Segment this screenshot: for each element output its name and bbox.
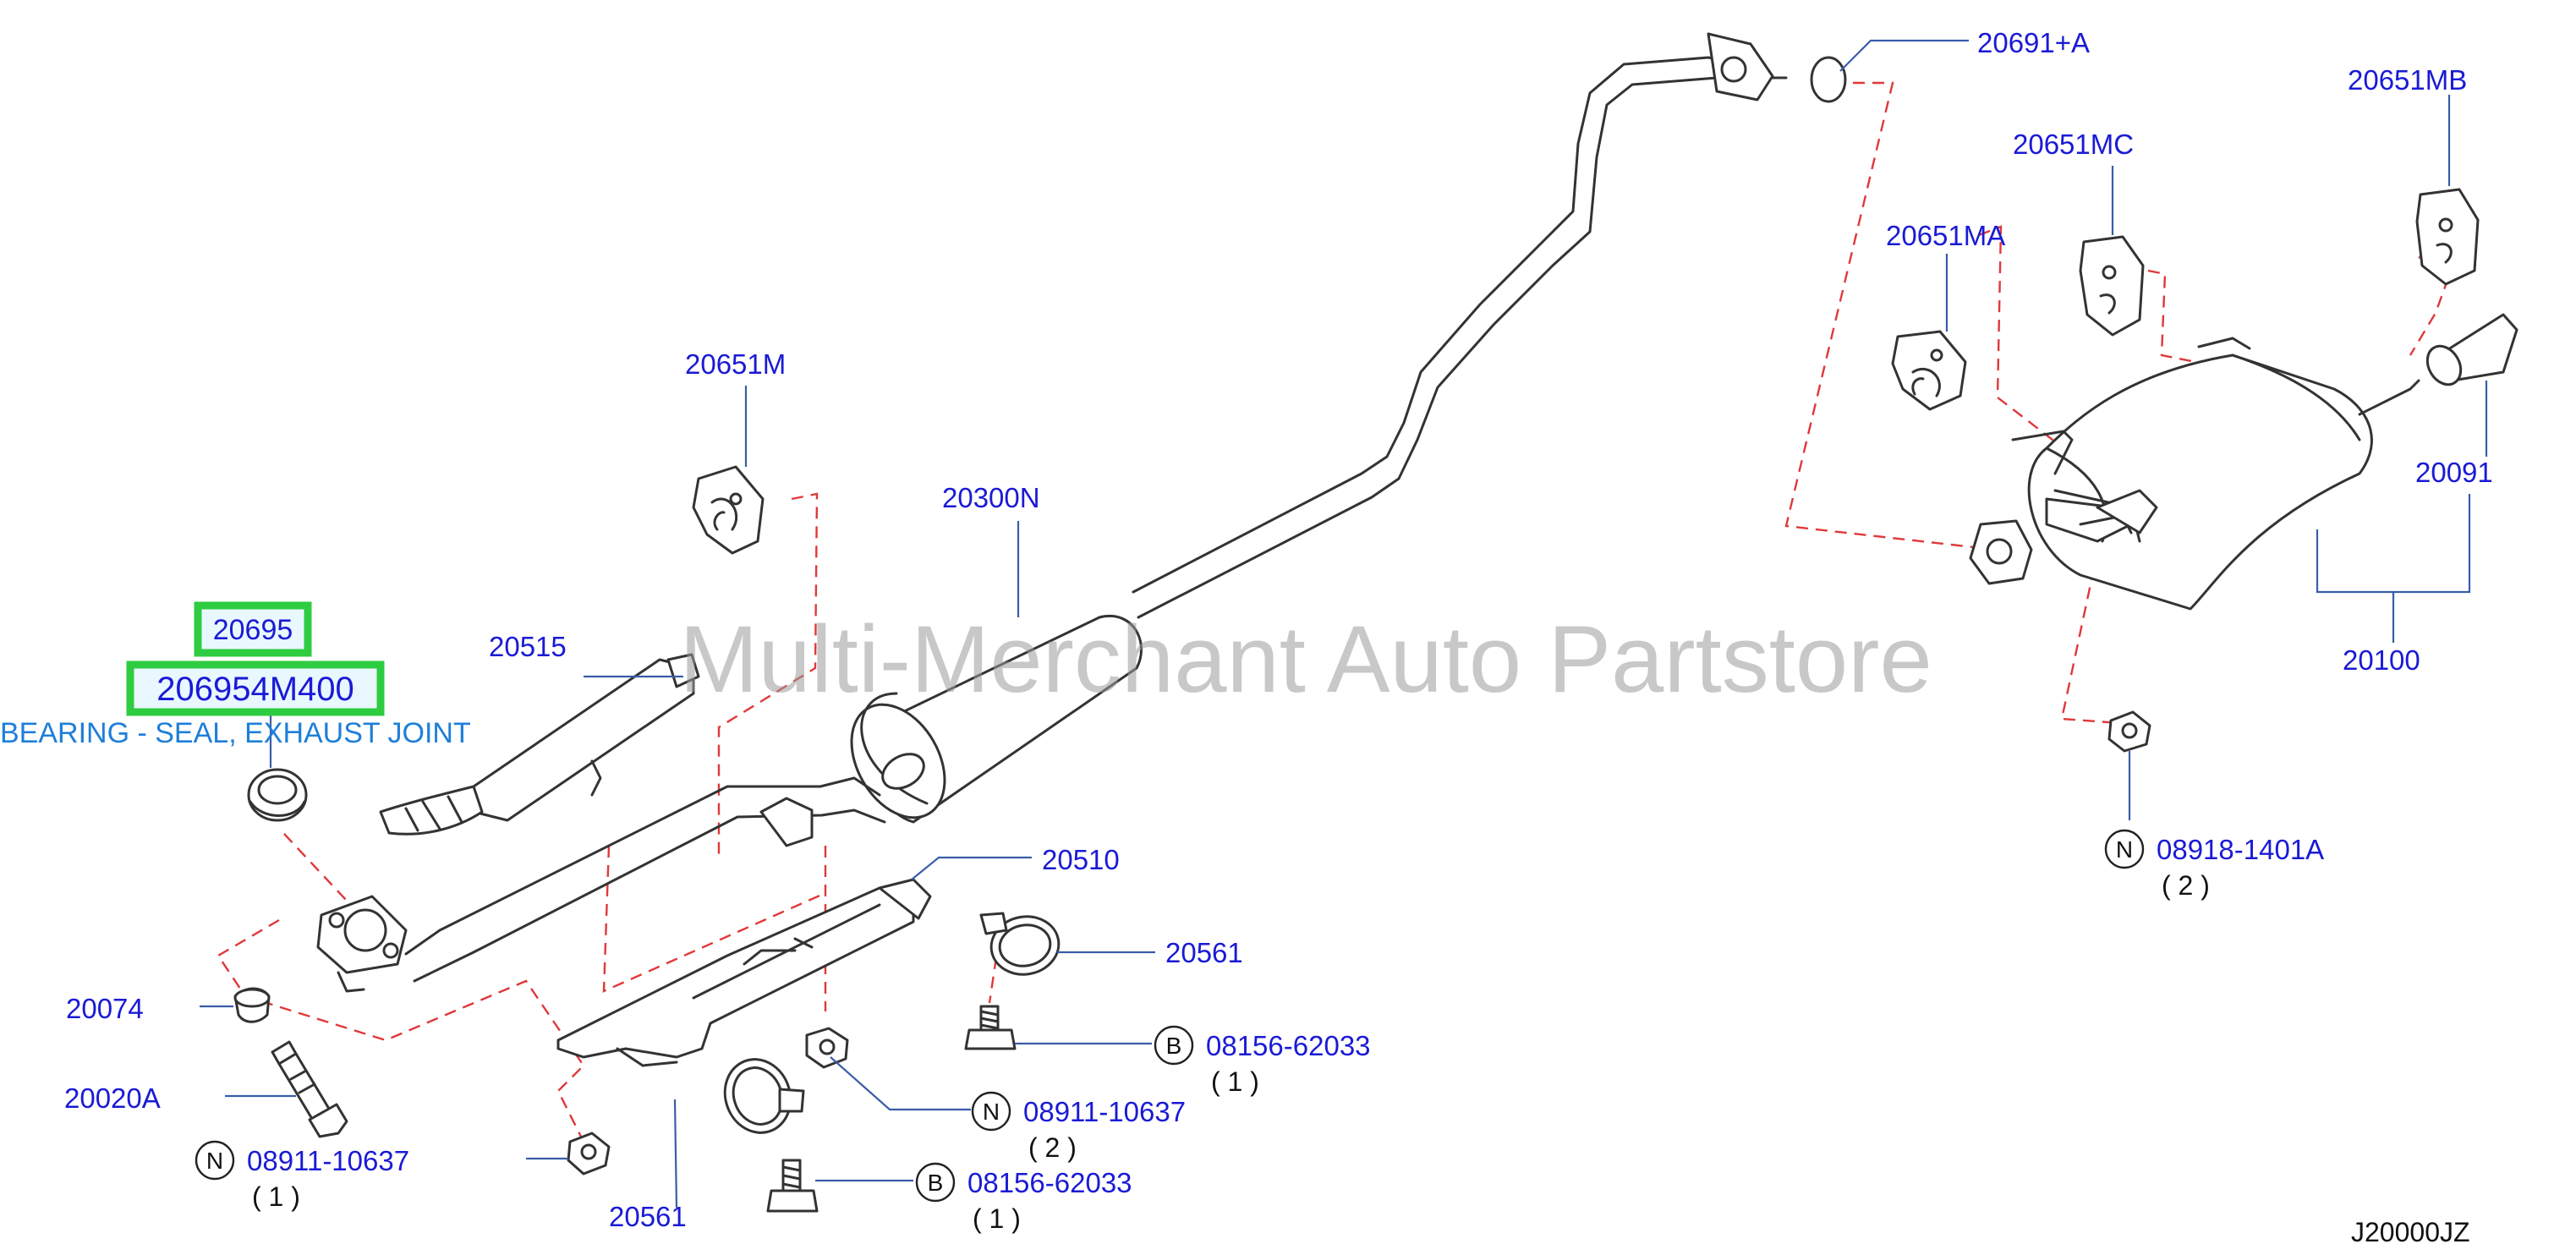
heat-shield-20515[interactable]	[379, 653, 700, 836]
badge-letter: B	[928, 1170, 944, 1196]
label-20651MA[interactable]: 20651MA	[1886, 220, 2005, 251]
front-pipe[interactable]	[316, 747, 930, 993]
badge-circle	[915, 1162, 956, 1203]
highlight-full-part-number[interactable]: 206954M400	[156, 671, 354, 708]
mount-20651MB[interactable]	[2415, 188, 2480, 286]
label-20510[interactable]: 20510	[1042, 844, 1120, 875]
label-20561-upper[interactable]: 20561	[1165, 937, 1243, 968]
fastener-part-number: 08911-10637	[247, 1145, 409, 1176]
catalytic-converter-20510[interactable]	[556, 878, 932, 1067]
mount-20651M[interactable]	[692, 465, 765, 555]
label-20691A[interactable]: 20691+A	[1977, 27, 2090, 58]
fastener-08918-1401A[interactable]: N 08918-1401A ( 2 )	[2104, 829, 2324, 901]
label-20020A[interactable]: 20020A	[64, 1082, 161, 1114]
badge-letter: B	[1166, 1033, 1182, 1059]
nut-rear[interactable]	[2107, 710, 2151, 753]
label-20651MC[interactable]: 20651MC	[2013, 129, 2134, 160]
highlight-box-full	[126, 660, 385, 716]
fastener-part-number: 08918-1401A	[2157, 834, 2324, 865]
bolt-upper[interactable]	[964, 1005, 1017, 1050]
cap-20074[interactable]	[233, 987, 271, 1023]
label-20515[interactable]: 20515	[489, 631, 567, 662]
rear-muffler-20100[interactable]	[1969, 337, 2420, 611]
fastener-qty: ( 2 )	[1028, 1132, 1077, 1163]
sensor-20020A[interactable]	[271, 1040, 348, 1138]
badge-circle	[2104, 829, 2145, 869]
highlight-fill-number	[198, 606, 308, 653]
highlight-box-number	[194, 601, 312, 657]
diagram-code: J20000JZ	[2351, 1217, 2470, 1247]
fastener-qty: ( 1 )	[252, 1181, 300, 1212]
gasket-20691A[interactable]	[1810, 56, 1847, 103]
fastener-08156-62033-lower[interactable]: B 08156-62033 ( 1 )	[915, 1162, 1132, 1234]
badge-letter: N	[206, 1148, 223, 1174]
fastener-part-number: 08156-62033	[967, 1167, 1132, 1198]
nut-front[interactable]	[567, 1132, 611, 1176]
leader-lines	[200, 39, 2488, 1208]
mount-20651MA[interactable]	[1891, 330, 1967, 411]
label-20100[interactable]: 20100	[2343, 644, 2420, 676]
clamp-20561-upper[interactable]	[979, 912, 1063, 980]
label-20091[interactable]: 20091	[2415, 457, 2493, 488]
fastener-08911-10637-front[interactable]: N 08911-10637 ( 1 )	[195, 1140, 409, 1212]
label-20561-lower[interactable]: 20561	[609, 1201, 687, 1232]
label-20651MB[interactable]: 20651MB	[2348, 64, 2467, 96]
fastener-qty: ( 2 )	[2162, 870, 2210, 901]
seal-ring-20695[interactable]	[247, 768, 308, 822]
badge-circle	[195, 1140, 235, 1181]
tail-tip-20091[interactable]	[2420, 313, 2518, 391]
bolt-lower[interactable]	[766, 1159, 819, 1213]
highlight-part-number[interactable]: 20695	[213, 614, 293, 646]
watermark: Multi-Merchant Auto Partstore	[679, 606, 1932, 712]
badge-circle	[1154, 1025, 1194, 1066]
label-20074[interactable]: 20074	[66, 993, 144, 1024]
fastener-qty: ( 1 )	[1211, 1066, 1259, 1097]
highlight-fill-full	[130, 665, 381, 712]
mount-20651MC[interactable]	[2079, 235, 2145, 337]
center-pipe-20300N[interactable]	[1132, 32, 1788, 619]
label-20651M[interactable]: 20651M	[685, 348, 786, 380]
fastener-part-number: 08156-62033	[1206, 1030, 1371, 1061]
label-20300N[interactable]: 20300N	[942, 482, 1040, 513]
fastener-part-number: 08911-10637	[1023, 1096, 1186, 1127]
nut-center[interactable]	[805, 1027, 849, 1069]
badge-letter: N	[2116, 836, 2133, 863]
fastener-08156-62033-upper[interactable]: B 08156-62033 ( 1 )	[1154, 1025, 1371, 1097]
badge-circle	[971, 1091, 1011, 1132]
fastener-qty: ( 1 )	[973, 1203, 1021, 1234]
highlight-description: BEARING - SEAL, EXHAUST JOINT	[0, 717, 471, 749]
badge-letter: N	[983, 1099, 1000, 1125]
highlighted-part[interactable]: 20695 206954M400 BEARING - SEAL, EXHAUST…	[0, 601, 471, 749]
fastener-08911-10637-center[interactable]: N 08911-10637 ( 2 )	[971, 1091, 1186, 1163]
clamp-20561-lower[interactable]	[715, 1050, 805, 1143]
